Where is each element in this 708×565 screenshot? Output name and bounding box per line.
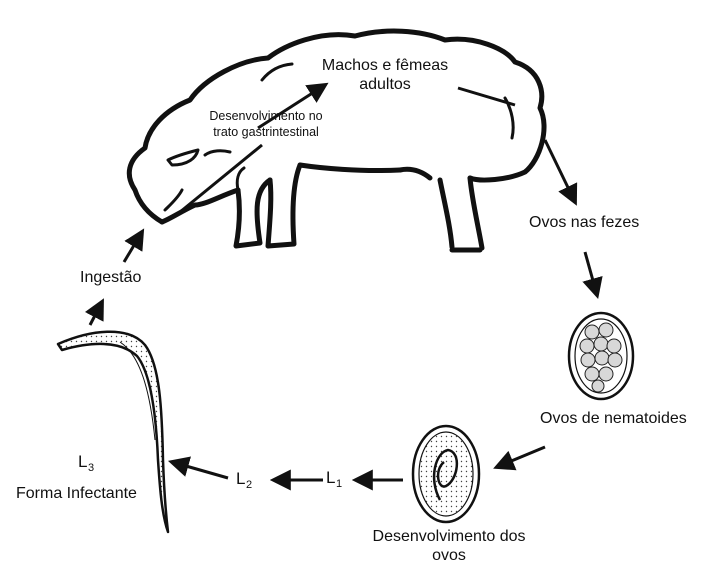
l1-stage-label: L1 (326, 468, 343, 490)
adults-label: Machos e fêmeas adultos (310, 56, 460, 94)
adults-label-line-1: Machos e fêmeas (310, 56, 460, 75)
developing-egg-illustration (413, 426, 479, 522)
l1-letter: L (326, 468, 336, 487)
arrow-to-egg-development (497, 447, 545, 467)
l3-stage-label: L3 (78, 452, 95, 474)
arrow-to-feces (545, 140, 575, 202)
egg-development-line-2: ovos (364, 546, 534, 565)
gi-development-label: Desenvolvimento no trato gastrintestinal (188, 108, 344, 140)
arrow-to-nematode-eggs (585, 252, 597, 295)
l1-subscript: 1 (336, 478, 343, 490)
gi-development-line-2: trato gastrintestinal (188, 124, 344, 140)
nematode-eggs-label: Ovos de nematoides (540, 409, 687, 428)
l3-letter: L (78, 452, 88, 471)
egg-development-line-1: Desenvolvimento dos (364, 527, 534, 546)
egg-development-label: Desenvolvimento dos ovos (364, 527, 534, 565)
gi-development-line-1: Desenvolvimento no (188, 108, 344, 124)
adults-label-line-2: adultos (310, 75, 460, 94)
infective-form-label: Forma Infectante (16, 484, 137, 503)
line-adults-pointer (458, 88, 515, 105)
ingestion-label: Ingestão (80, 268, 141, 287)
l2-letter: L (236, 469, 246, 488)
arrow-to-sheep (124, 232, 142, 262)
eggs-in-feces-label: Ovos nas fezes (529, 213, 639, 232)
l2-subscript: 2 (246, 479, 253, 491)
l3-subscript: 3 (88, 462, 95, 474)
arrow-to-ingestion (90, 302, 102, 325)
l2-stage-label: L2 (236, 469, 253, 491)
cycle-arrows (90, 85, 597, 480)
line-gi-to-head (180, 145, 262, 212)
arrow-to-l3 (172, 462, 228, 478)
nematode-egg-illustration (569, 313, 633, 399)
